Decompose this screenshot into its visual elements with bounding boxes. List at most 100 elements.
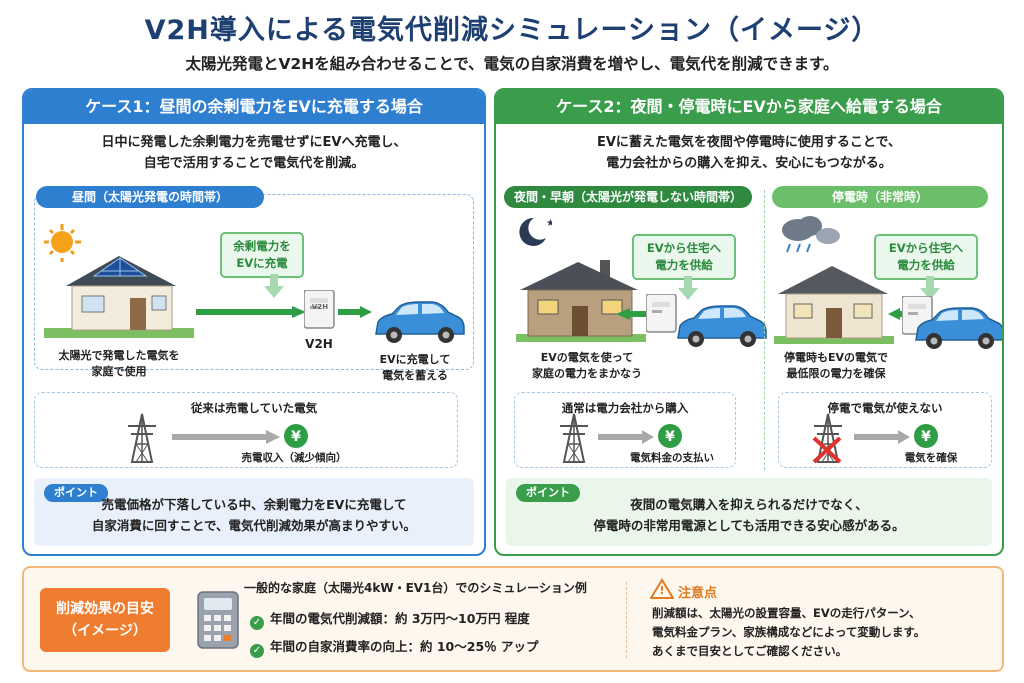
outage-scene-label: 停電時（非常時） [772,186,988,208]
example-row-1-text: 年間の電気代削減額：約 3万円〜10万円 程度 [270,611,530,626]
case2-point-tag: ポイント [516,484,580,502]
night-yen-coin-icon [658,424,682,448]
case2-divider [764,190,765,470]
night-callout-line2: 電力を供給 [655,258,713,272]
night-compare-title: 通常は電力会社から購入 [561,401,689,415]
case1-house-caption-line2: 家庭で使用 [91,365,147,378]
warning-title: 注意点 [678,586,718,601]
night-house-illustration [516,260,646,342]
outage-caption: 停電時もEVの電気で 最低限の電力を確保 [776,350,896,382]
warning-mark: ! [659,584,665,597]
case1-panel: ケース1：昼間の余剰電力をEVに充電する場合 日中に発電した余剰電力を売電せずに… [22,88,486,556]
night-scene-label: 夜間・早朝（太陽光が発電しない時間帯） [504,186,752,208]
night-callout-line1: EVから住宅へ [646,241,722,255]
case1-compare-result: 売電収入（減少傾向） [241,452,347,464]
v2h-label: V2H [305,337,333,351]
case1-callout-line2: EVに充電 [236,256,288,270]
example-row-1: ✓ 年間の電気代削減額：約 3万円〜10万円 程度 [250,608,530,630]
case1-header: ケース1：昼間の余剰電力をEVに充電する場合 [24,90,484,124]
sun-icon [44,224,81,262]
case1-ev-caption-line1: EVに充電して [379,353,451,366]
night-compare-box [514,392,736,468]
outage-house-illustration [774,266,894,344]
case2-point-line2: 停電時の非常用電源としても活用できる安心感がある。 [593,518,905,533]
bottom-divider [626,582,627,658]
outage-power-tower-icon [812,413,843,464]
outage-compare-title: 停電で電気が使えない [827,401,943,415]
ev-car-icon [375,301,465,344]
case1-house-caption-line1: 太陽光で発電した電気を [58,349,180,362]
night-arrow-to-house [616,308,652,320]
power-tower-icon [127,413,157,463]
check-icon: ✓ [250,616,264,630]
night-power-tower-icon [559,413,589,463]
outage-caption-line1: 停電時もEVの電気で [783,351,889,364]
down-arrow-icon [264,274,284,298]
check-icon: ✓ [250,644,264,658]
case1-point-line1: 売電価格が下落している中、余剰電力をEVに充電して [101,497,407,512]
case2-header: ケース2：夜間・停電時にEVから家庭へ給電する場合 [496,90,1002,124]
page-subtitle: 太陽光発電とV2Hを組み合わせることで、電気の自家消費を増やし、電気代を削減でき… [185,55,839,73]
outage-compare-box [778,392,992,468]
case1-point-tag: ポイント [44,484,108,502]
case1-scene-label: 昼間（太陽光発電の時間帯） [36,186,264,208]
warning-line2: 電気料金プラン、家族構成などによって変動します。 [652,625,926,639]
gray-arrow [172,430,280,444]
case2-desc-line1: EVに蓄えた電気を夜間や停電時に使用することで、 [596,135,902,150]
outage-gray-arrow [854,430,910,444]
outage-callout: EVから住宅へ 電力を供給 [874,234,978,280]
example-title: 一般的な家庭（太陽光4kW・EV1台）でのシミュレーション例 [244,581,587,595]
night-callout: EVから住宅へ 電力を供給 [632,234,736,280]
case1-compare-box [34,392,458,468]
case1-compare-title: 従来は売電していた電気 [190,401,318,415]
estimate-panel: 削減効果の目安 （イメージ） 一般的な家庭（太陽光4kW・EV1台）でのシミュレ… [22,566,1004,672]
case2-panel: ケース2：夜間・停電時にEVから家庭へ給電する場合 EVに蓄えた電気を夜間や停電… [494,88,1004,556]
example-row-2: ✓ 年間の自家消費率の向上：約 10〜25％ アップ [250,636,539,658]
case1-point-line2: 自家消費に回すことで、電気代削減効果が高まりやすい。 [91,518,417,533]
warning-line1: 削減額は、太陽光の設置容量、EVの走行パターン、 [652,606,921,620]
arrow-house-to-v2h [196,306,306,318]
yen-coin-icon [284,424,308,448]
outage-yen-coin-icon [914,424,938,448]
outage-ev-car-icon [915,307,1002,350]
night-compare-result: 電気料金の支払い [630,452,714,464]
cloud-rain-icon [782,216,840,253]
night-caption-line2: 家庭の電力をまかなう [532,367,642,380]
case1-house-caption: 太陽光で発電した電気を 家庭で使用 [44,348,194,380]
estimate-badge-line2: （イメージ） [63,623,147,639]
outage-callout-line1: EVから住宅へ [888,241,964,255]
case1-point-box: ポイント 売電価格が下落している中、余剰電力をEVに充電して 自家消費に回すこと… [34,478,474,546]
outage-callout-line2: 電力を供給 [897,258,955,272]
warning-icon [650,578,674,599]
case1-callout: 余剰電力を EVに充電 [220,232,304,278]
outage-compare-result: 電気を確保 [904,452,958,464]
case1-callout-line1: 余剰電力を [233,239,291,253]
calculator-icon [197,591,239,649]
case2-desc-line2: 電力会社からの購入を抑え、安心にもつながる。 [606,156,892,171]
outage-caption-line2: 最低限の電力を確保 [786,367,886,380]
arrow-v2h-to-ev [338,306,372,318]
case1-desc-line1: 日中に発電した余剰電力を売電せずにEVへ充電し、 [101,135,407,150]
night-caption-line1: EVの電気を使って [540,351,634,364]
warning-line3: あくまで目安としてご確認ください。 [652,644,848,658]
night-down-arrow-icon [678,276,698,300]
case2-point-text: 夜間の電気購入を抑えられるだけでなく、 停電時の非常用電源としても活用できる安心… [506,494,992,536]
case1-point-text: 売電価格が下落している中、余剰電力をEVに充電して 自家消費に回すことで、電気代… [34,494,474,536]
outage-down-arrow-icon [920,276,940,300]
case1-desc-line2: 自宅で活用することで電気代を削減。 [143,156,365,171]
v2h-device-text: V2H [311,303,329,311]
night-ev-car-icon [677,305,767,348]
moon-icon: ★ [519,217,552,246]
estimate-badge-line1: 削減効果の目安 [56,601,154,617]
case1-ev-caption-line2: 電気を蓄える [382,369,448,382]
solar-house-illustration [44,256,194,338]
svg-text:★: ★ [546,218,552,229]
case2-point-box: ポイント 夜間の電気購入を抑えられるだけでなく、 停電時の非常用電源としても活用… [506,478,992,546]
warning-text: 削減額は、太陽光の設置容量、EVの走行パターン、 電気料金プラン、家族構成などに… [652,604,925,661]
estimate-badge: 削減効果の目安 （イメージ） [40,588,170,652]
night-gray-arrow [598,430,654,444]
page-title: V2H導入による電気代削減シミュレーション（イメージ） [144,15,880,46]
example-row-2-text: 年間の自家消費率の向上：約 10〜25％ アップ [270,639,539,654]
case2-point-line1: 夜間の電気購入を抑えられるだけでなく、 [630,497,868,512]
case1-ev-caption: EVに充電して 電気を蓄える [360,352,470,384]
